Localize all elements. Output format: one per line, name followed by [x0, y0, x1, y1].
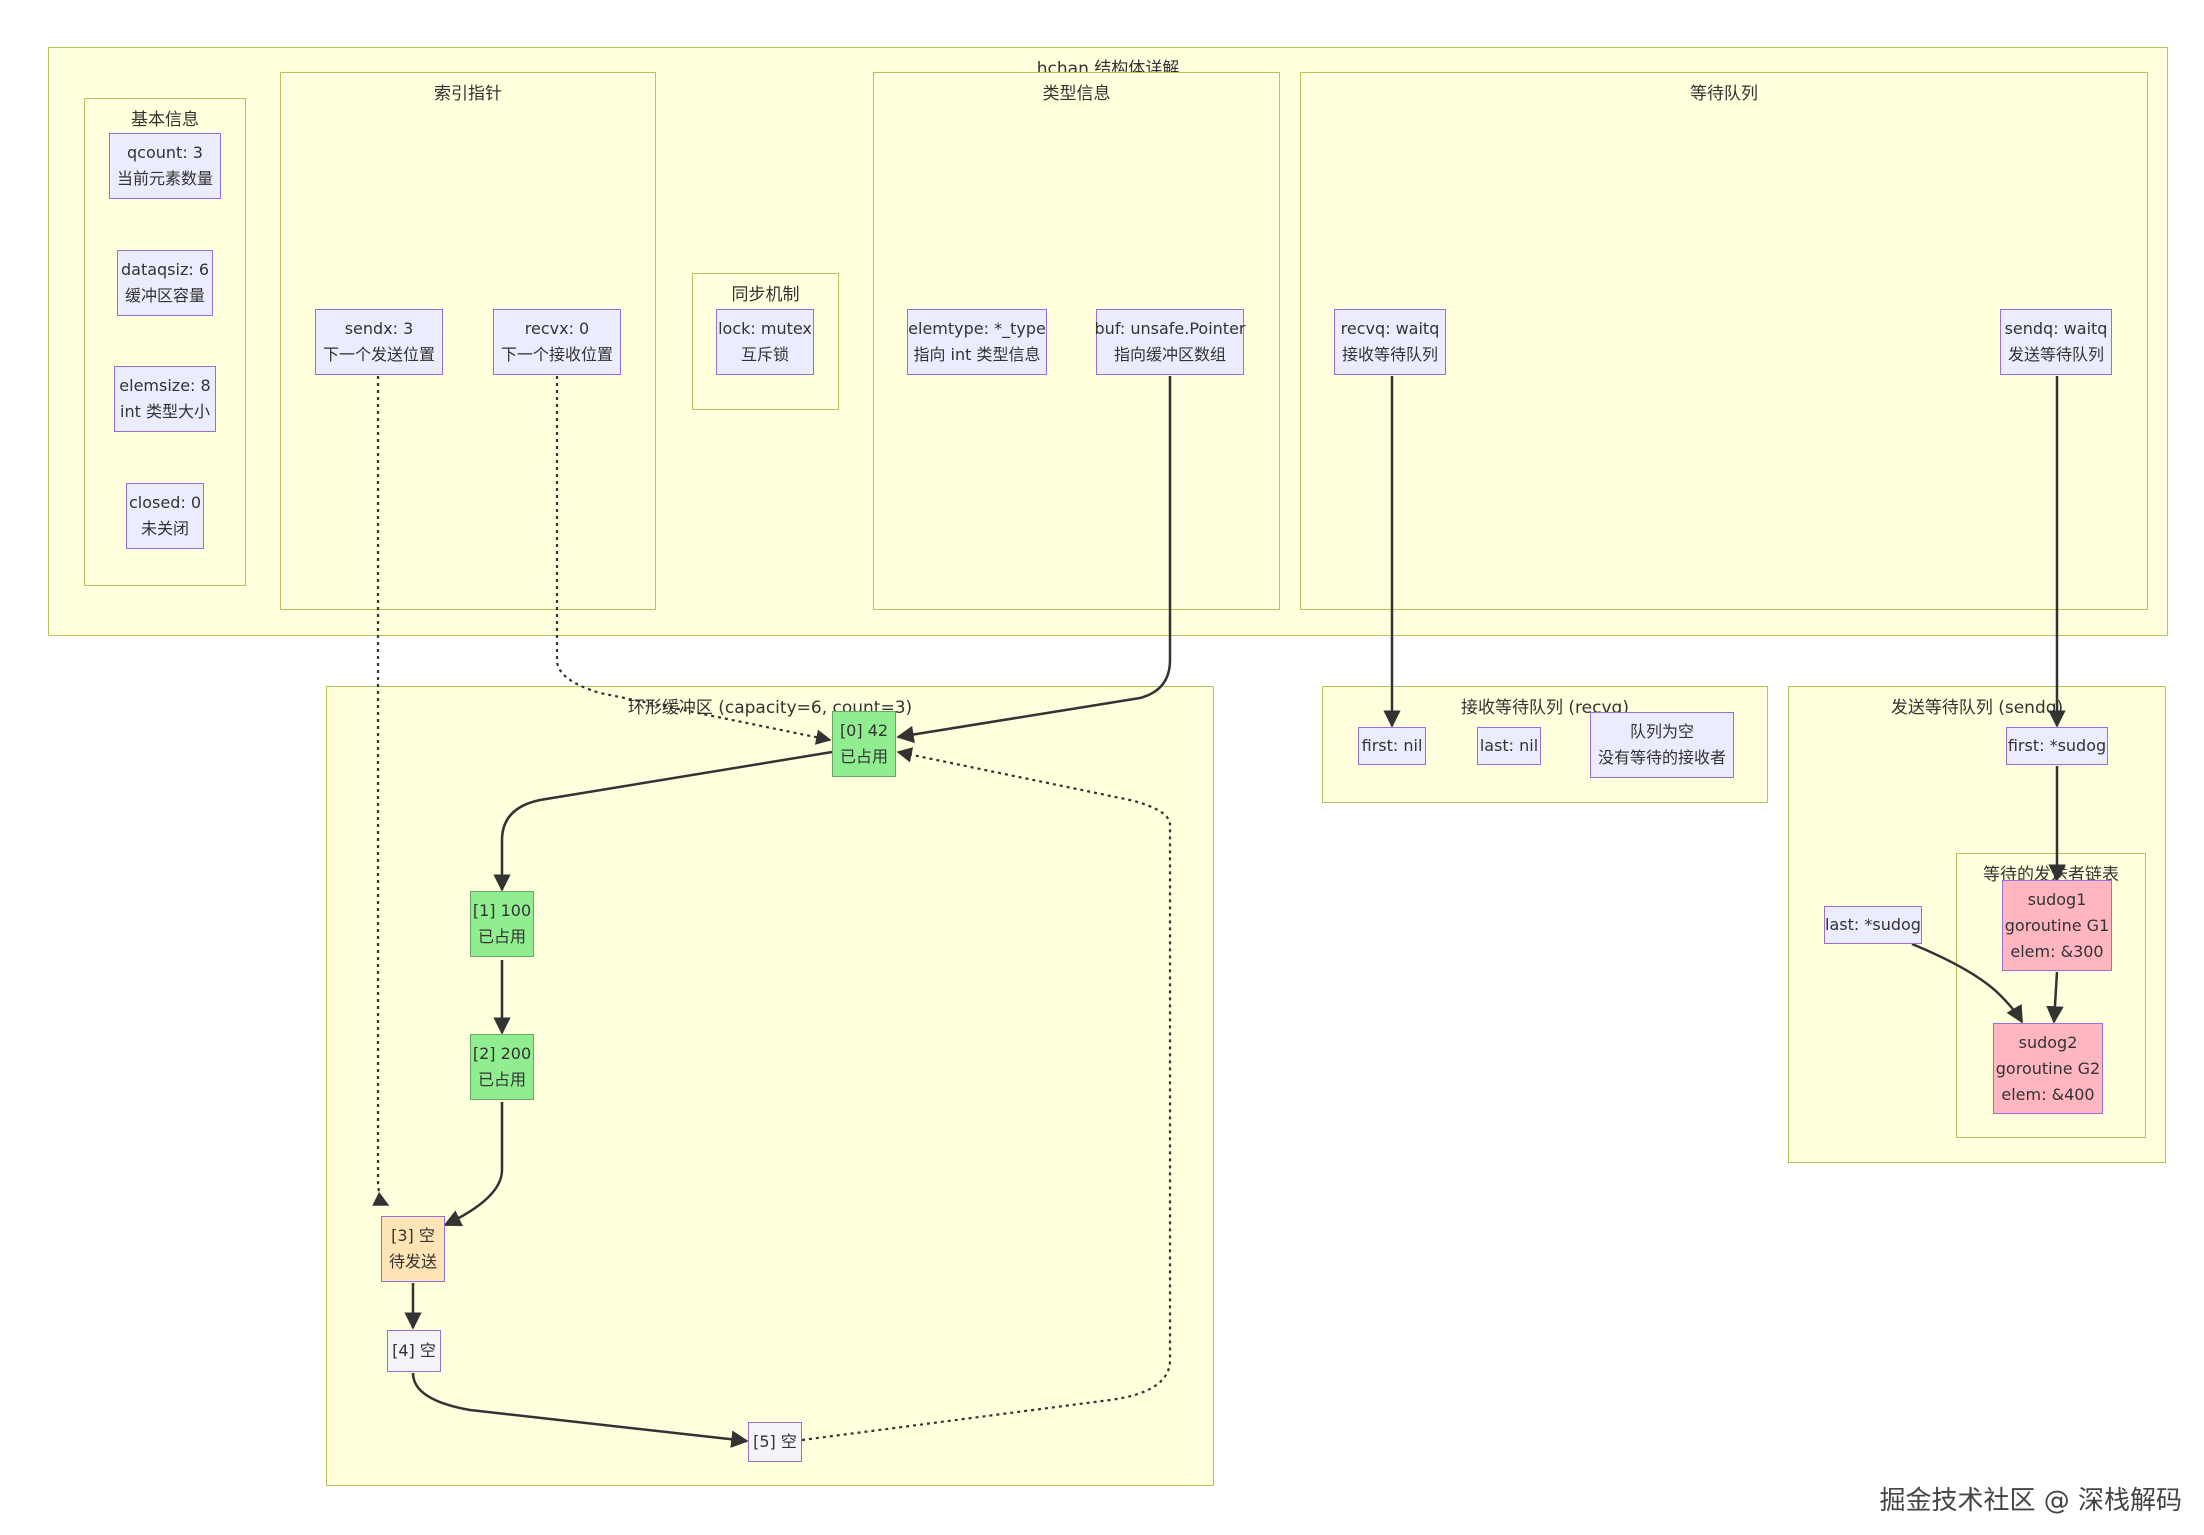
node-sudog2: sudog2 goroutine G2 elem: &400: [1993, 1023, 2103, 1114]
node-slot-5: [5] 空: [748, 1422, 802, 1462]
node-dataqsiz-line2: 缓冲区容量: [124, 286, 205, 305]
node-sudog2-line2: goroutine G2: [1995, 1058, 2101, 1078]
node-sudog1-line1: sudog1: [2027, 889, 2087, 909]
node-sudog1: sudog1 goroutine G1 elem: &300: [2002, 880, 2112, 971]
node-slot-5-line1: [5] 空: [753, 1432, 797, 1451]
node-recvq-field-line1: recvq: waitq: [1340, 319, 1440, 338]
node-slot-0-line2: 已占用: [839, 747, 888, 766]
node-slot-3-line2: 待发送: [388, 1252, 437, 1271]
node-elemtype-line1: elemtype: *_type: [908, 319, 1046, 338]
node-elemsize-line2: int 类型大小: [120, 402, 210, 421]
node-slot-1: [1] 100 已占用: [470, 891, 534, 957]
node-qcount-line1: qcount: 3: [127, 143, 203, 162]
node-slot-4: [4] 空: [387, 1330, 441, 1372]
node-sendq-field-line2: 发送等待队列: [2007, 345, 2104, 364]
cluster-index-pointers-title: 索引指针: [434, 84, 502, 104]
node-dataqsiz: dataqsiz: 6 缓冲区容量: [117, 250, 213, 316]
node-recv-first: first: nil: [1358, 727, 1426, 765]
node-closed-line1: closed: 0: [128, 493, 202, 512]
node-sudog2-line1: sudog2: [2018, 1032, 2078, 1052]
cluster-type-info-title: 类型信息: [1042, 84, 1111, 104]
cluster-ring-buffer-title: 环形缓冲区 (capacity=6, count=3): [627, 698, 913, 718]
node-sudog1-line3: elem: &300: [2010, 941, 2104, 961]
node-send-last-line1: last: *sudog: [1825, 915, 1921, 934]
node-recv-empty-line1: 队列为空: [1629, 722, 1694, 741]
watermark: 掘金技术社区 @ 深栈解码: [1879, 1486, 2182, 1516]
node-slot-2-line1: [2] 200: [472, 1044, 532, 1063]
node-elemsize: elemsize: 8 int 类型大小: [114, 366, 216, 432]
node-buf: buf: unsafe.Pointer 指向缓冲区数组: [1094, 309, 1246, 375]
node-sudog1-line2: goroutine G1: [2004, 915, 2110, 935]
node-slot-1-line1: [1] 100: [472, 901, 532, 920]
node-sendq-field: sendq: waitq 发送等待队列: [2000, 309, 2112, 375]
node-buf-line1: buf: unsafe.Pointer: [1094, 319, 1246, 338]
node-slot-3-line1: [3] 空: [391, 1226, 435, 1245]
node-lock-line2: 互斥锁: [740, 345, 789, 364]
node-slot-0-line1: [0] 42: [839, 721, 889, 740]
node-recvx-line2: 下一个接收位置: [500, 345, 613, 364]
node-sendx: sendx: 3 下一个发送位置: [315, 309, 443, 375]
node-sendx-line2: 下一个发送位置: [322, 345, 435, 364]
node-closed: closed: 0 未关闭: [126, 483, 204, 549]
cluster-ring-buffer: 环形缓冲区 (capacity=6, count=3): [326, 686, 1214, 1486]
node-closed-line2: 未关闭: [140, 519, 189, 538]
node-lock-line1: lock: mutex: [718, 319, 812, 338]
node-buf-line2: 指向缓冲区数组: [1113, 345, 1226, 364]
node-recvx: recvx: 0 下一个接收位置: [493, 309, 621, 375]
node-recv-empty-line2: 没有等待的接收者: [1597, 748, 1726, 767]
node-elemtype: elemtype: *_type 指向 int 类型信息: [907, 309, 1047, 375]
node-send-last: last: *sudog: [1824, 906, 1922, 944]
node-sudog2-line3: elem: &400: [2001, 1084, 2095, 1104]
node-send-first-line1: first: *sudog: [2007, 736, 2107, 755]
node-slot-0: [0] 42 已占用: [832, 711, 896, 777]
node-elemtype-line2: 指向 int 类型信息: [913, 345, 1041, 364]
node-recvq-field-line2: 接收等待队列: [1341, 345, 1438, 364]
node-recv-first-line1: first: nil: [1361, 736, 1423, 755]
cluster-recvq-title: 接收等待队列 (recvq): [1461, 698, 1629, 718]
node-recv-last-line1: last: nil: [1479, 736, 1539, 755]
node-qcount-line2: 当前元素数量: [116, 169, 213, 188]
node-slot-2: [2] 200 已占用: [470, 1034, 534, 1100]
node-recv-empty: 队列为空 没有等待的接收者: [1590, 712, 1734, 778]
node-recvq-field: recvq: waitq 接收等待队列: [1334, 309, 1446, 375]
node-slot-3: [3] 空 待发送: [381, 1216, 445, 1282]
cluster-basic-info-title: 基本信息: [131, 110, 199, 130]
node-recvx-line1: recvx: 0: [524, 319, 590, 338]
node-slot-2-line2: 已占用: [477, 1070, 526, 1089]
node-sendq-field-line1: sendq: waitq: [2004, 319, 2108, 338]
node-elemsize-line1: elemsize: 8: [119, 376, 211, 395]
node-recv-last: last: nil: [1477, 727, 1541, 765]
node-qcount: qcount: 3 当前元素数量: [109, 133, 221, 199]
cluster-sync-title: 同步机制: [731, 285, 800, 305]
node-dataqsiz-line1: dataqsiz: 6: [120, 260, 210, 279]
node-send-first: first: *sudog: [2006, 727, 2108, 765]
cluster-wait-queues-title: 等待队列: [1690, 84, 1758, 104]
cluster-sendq-title: 发送等待队列 (sendq): [1890, 698, 2064, 718]
node-lock: lock: mutex 互斥锁: [716, 309, 814, 375]
node-slot-4-line1: [4] 空: [392, 1341, 436, 1360]
node-sendx-line1: sendx: 3: [344, 319, 414, 338]
node-slot-1-line2: 已占用: [477, 927, 526, 946]
